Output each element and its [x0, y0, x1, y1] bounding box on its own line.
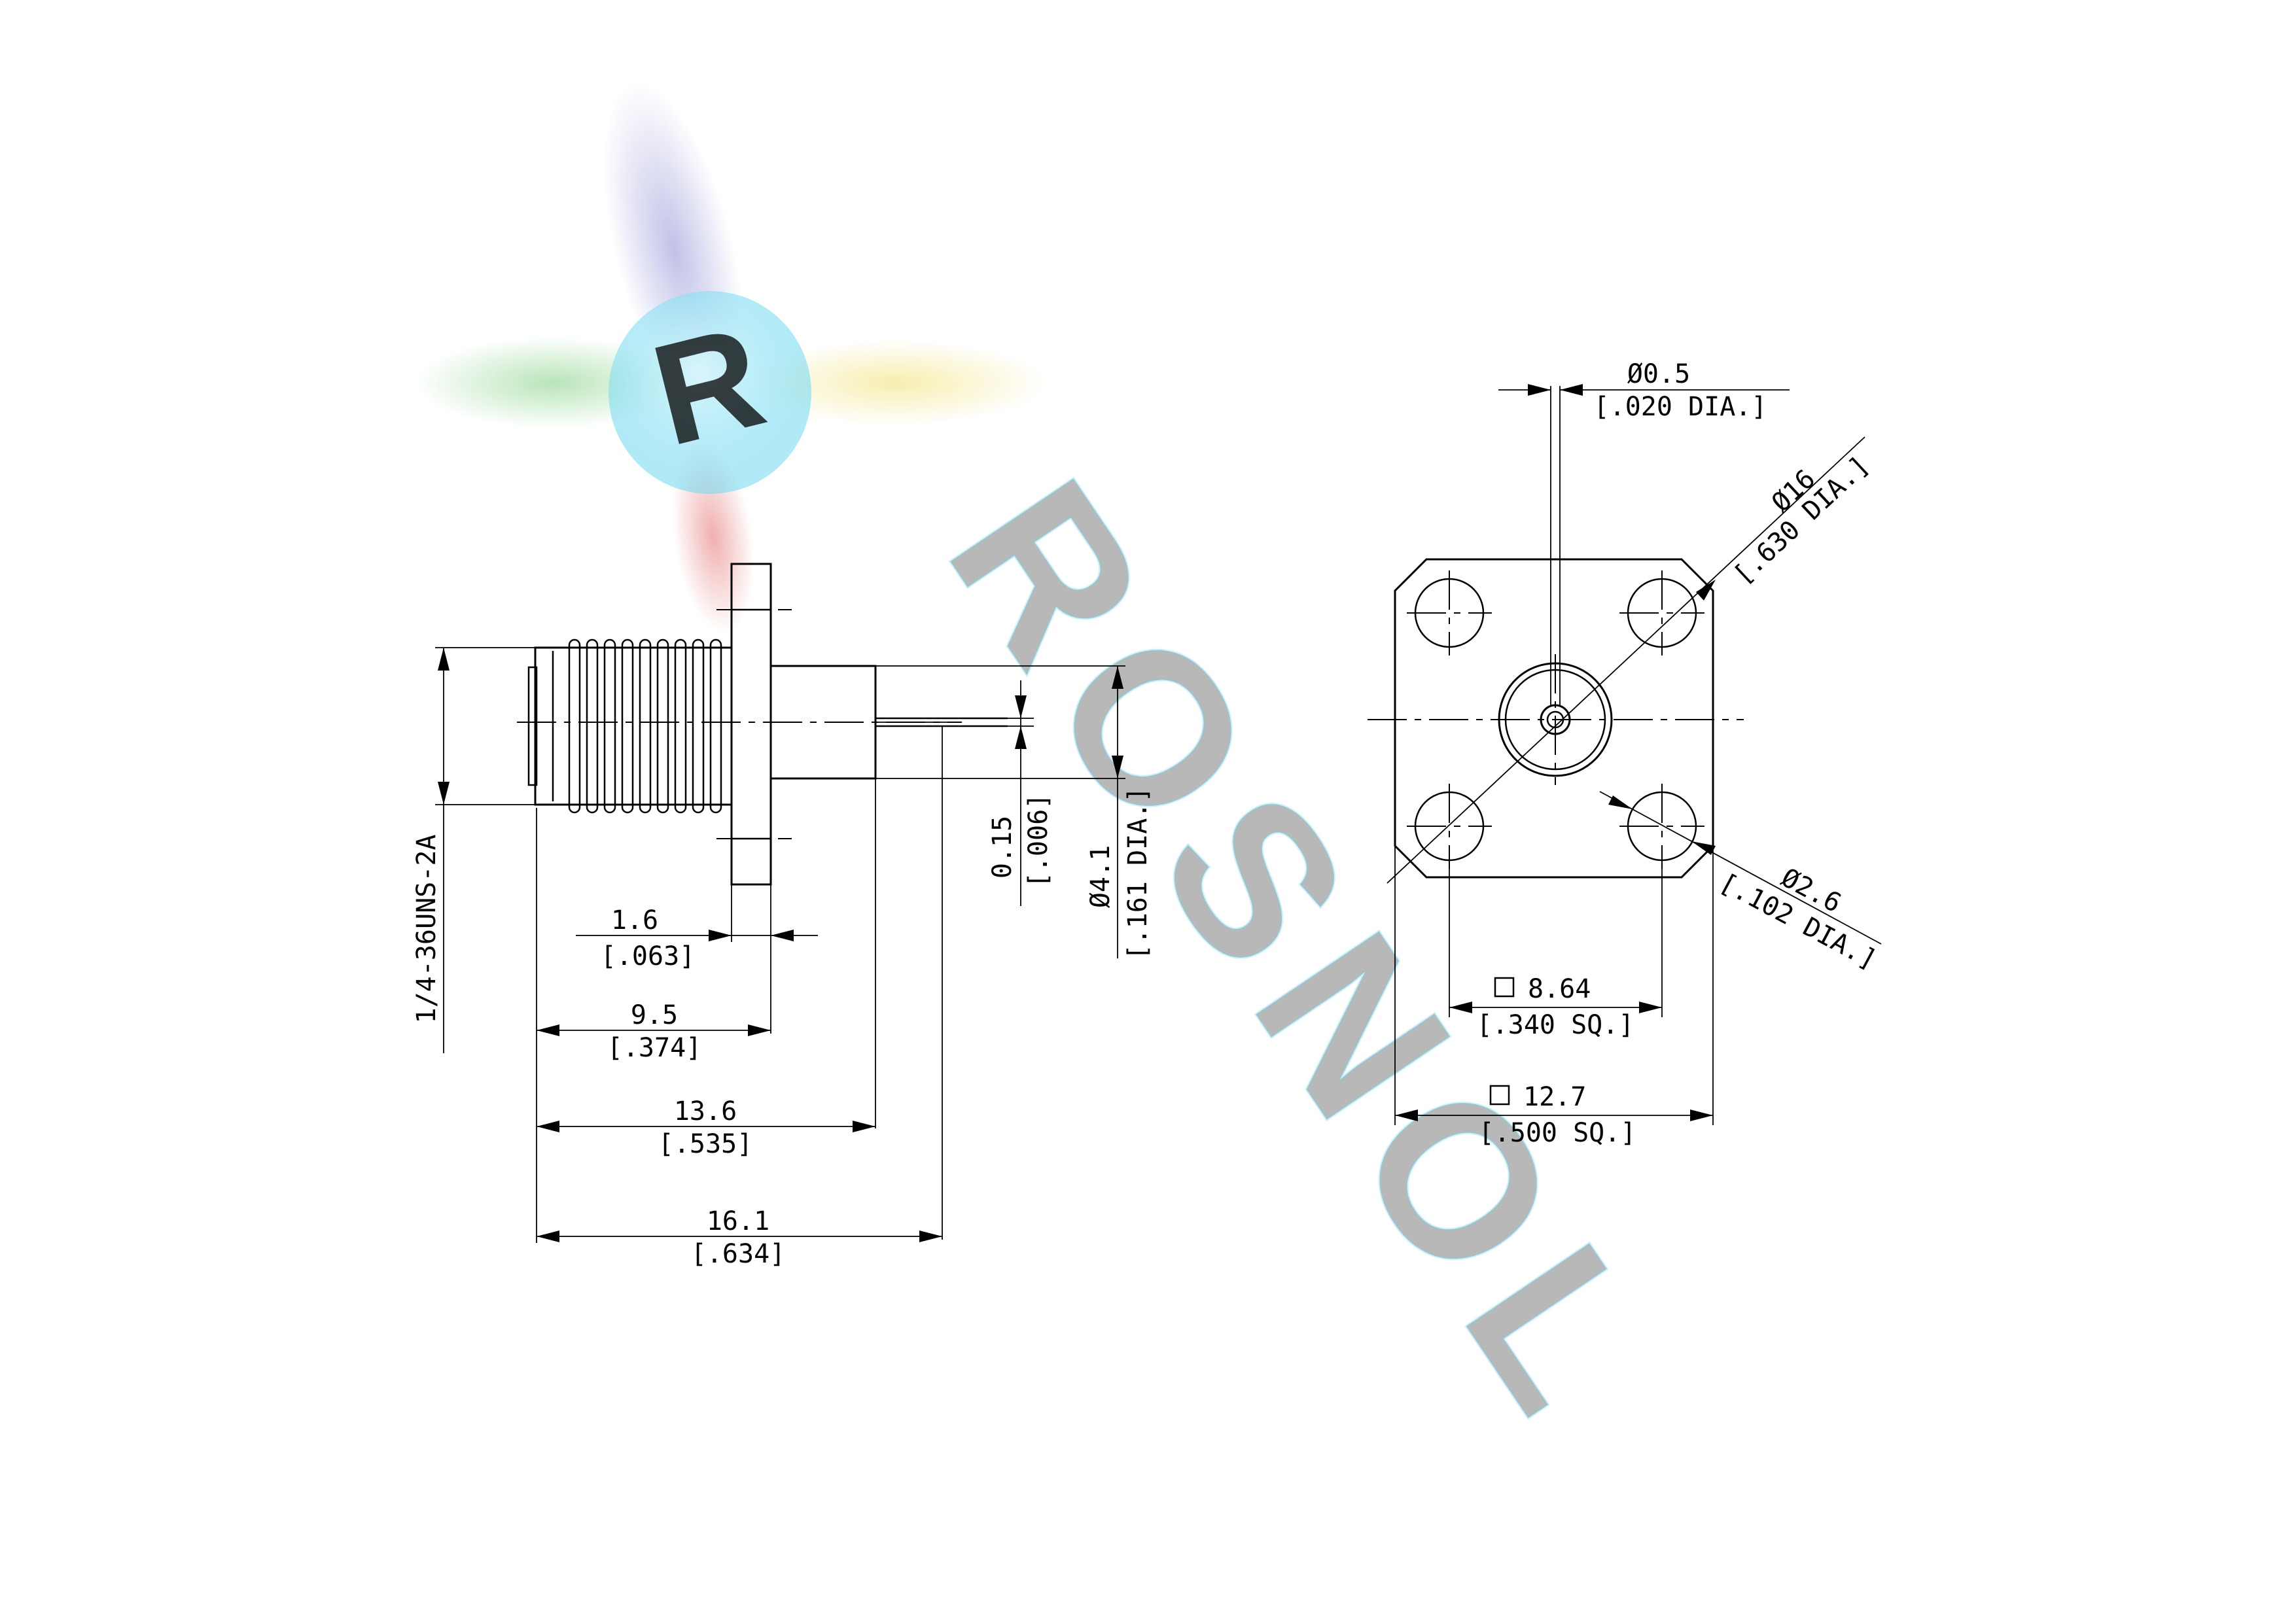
dim-hole-spacing-in: [.340 SQ.] — [1477, 1010, 1634, 1040]
square-symbol-icon — [1494, 977, 1515, 998]
body-front-lip — [527, 666, 538, 786]
mounting-hole-tl — [1407, 570, 1492, 655]
dim-body-to-flange-in: [.374] — [607, 1033, 702, 1063]
mounting-hole-bl — [1407, 784, 1492, 869]
dim-overall-length-mm: 16.1 — [707, 1206, 769, 1236]
flange-outline — [1394, 558, 1714, 879]
dim-pin-diameter-mm: 0.15 — [987, 816, 1017, 879]
dim-shank-diameter-in: [.161 DIA.] — [1123, 787, 1153, 960]
dim-pin-dia-in: [.020 DIA.] — [1594, 392, 1767, 422]
thread-spec-label: 1/4-36UNS-2A — [412, 835, 442, 1024]
dim-flange-thickness-in: [.063] — [601, 941, 696, 971]
mounting-hole-tr — [1619, 570, 1704, 655]
dim-pin-diameter-in: [.006] — [1023, 794, 1053, 888]
dim-body-length-in: [.535] — [658, 1129, 753, 1159]
dim-body-length-mm: 13.6 — [674, 1096, 737, 1126]
thread-crests — [568, 638, 722, 814]
brand-logo: R — [415, 82, 1047, 634]
thread-crest — [709, 638, 722, 814]
square-symbol-icon-2 — [1489, 1085, 1510, 1106]
dim-flange-size-in: [.500 SQ.] — [1479, 1118, 1636, 1148]
thread-crest — [656, 638, 669, 814]
thread-crest — [603, 638, 616, 814]
dim-flange-thickness-mm: 1.6 — [611, 905, 658, 935]
thread-crest — [568, 638, 581, 814]
thread-crest — [586, 638, 599, 814]
dim-hole-spacing-mm: 8.64 — [1528, 974, 1591, 1004]
thread-crest — [621, 638, 634, 814]
thread-crest — [674, 638, 687, 814]
dim-overall-length-in: [.634] — [691, 1239, 786, 1269]
side-view: 1/4-36UNS-2A 1.6 [.063] 9.5 [.374] 13.6 … — [412, 563, 1153, 1269]
dim-body-to-flange-mm: 9.5 — [631, 1000, 678, 1030]
dim-flange-size-mm: 12.7 — [1523, 1082, 1586, 1112]
thread-crest — [692, 638, 705, 814]
logo-globe — [609, 291, 811, 494]
brand-watermark: ROSNOL — [904, 440, 1709, 1471]
logo-petal-yellow — [746, 340, 1047, 425]
mounting-hole-br — [1619, 784, 1704, 869]
thread-crest — [639, 638, 652, 814]
dim-pin-dia-mm: Ø0.5 — [1627, 359, 1690, 389]
dim-shank-diameter-mm: Ø4.1 — [1086, 845, 1116, 908]
